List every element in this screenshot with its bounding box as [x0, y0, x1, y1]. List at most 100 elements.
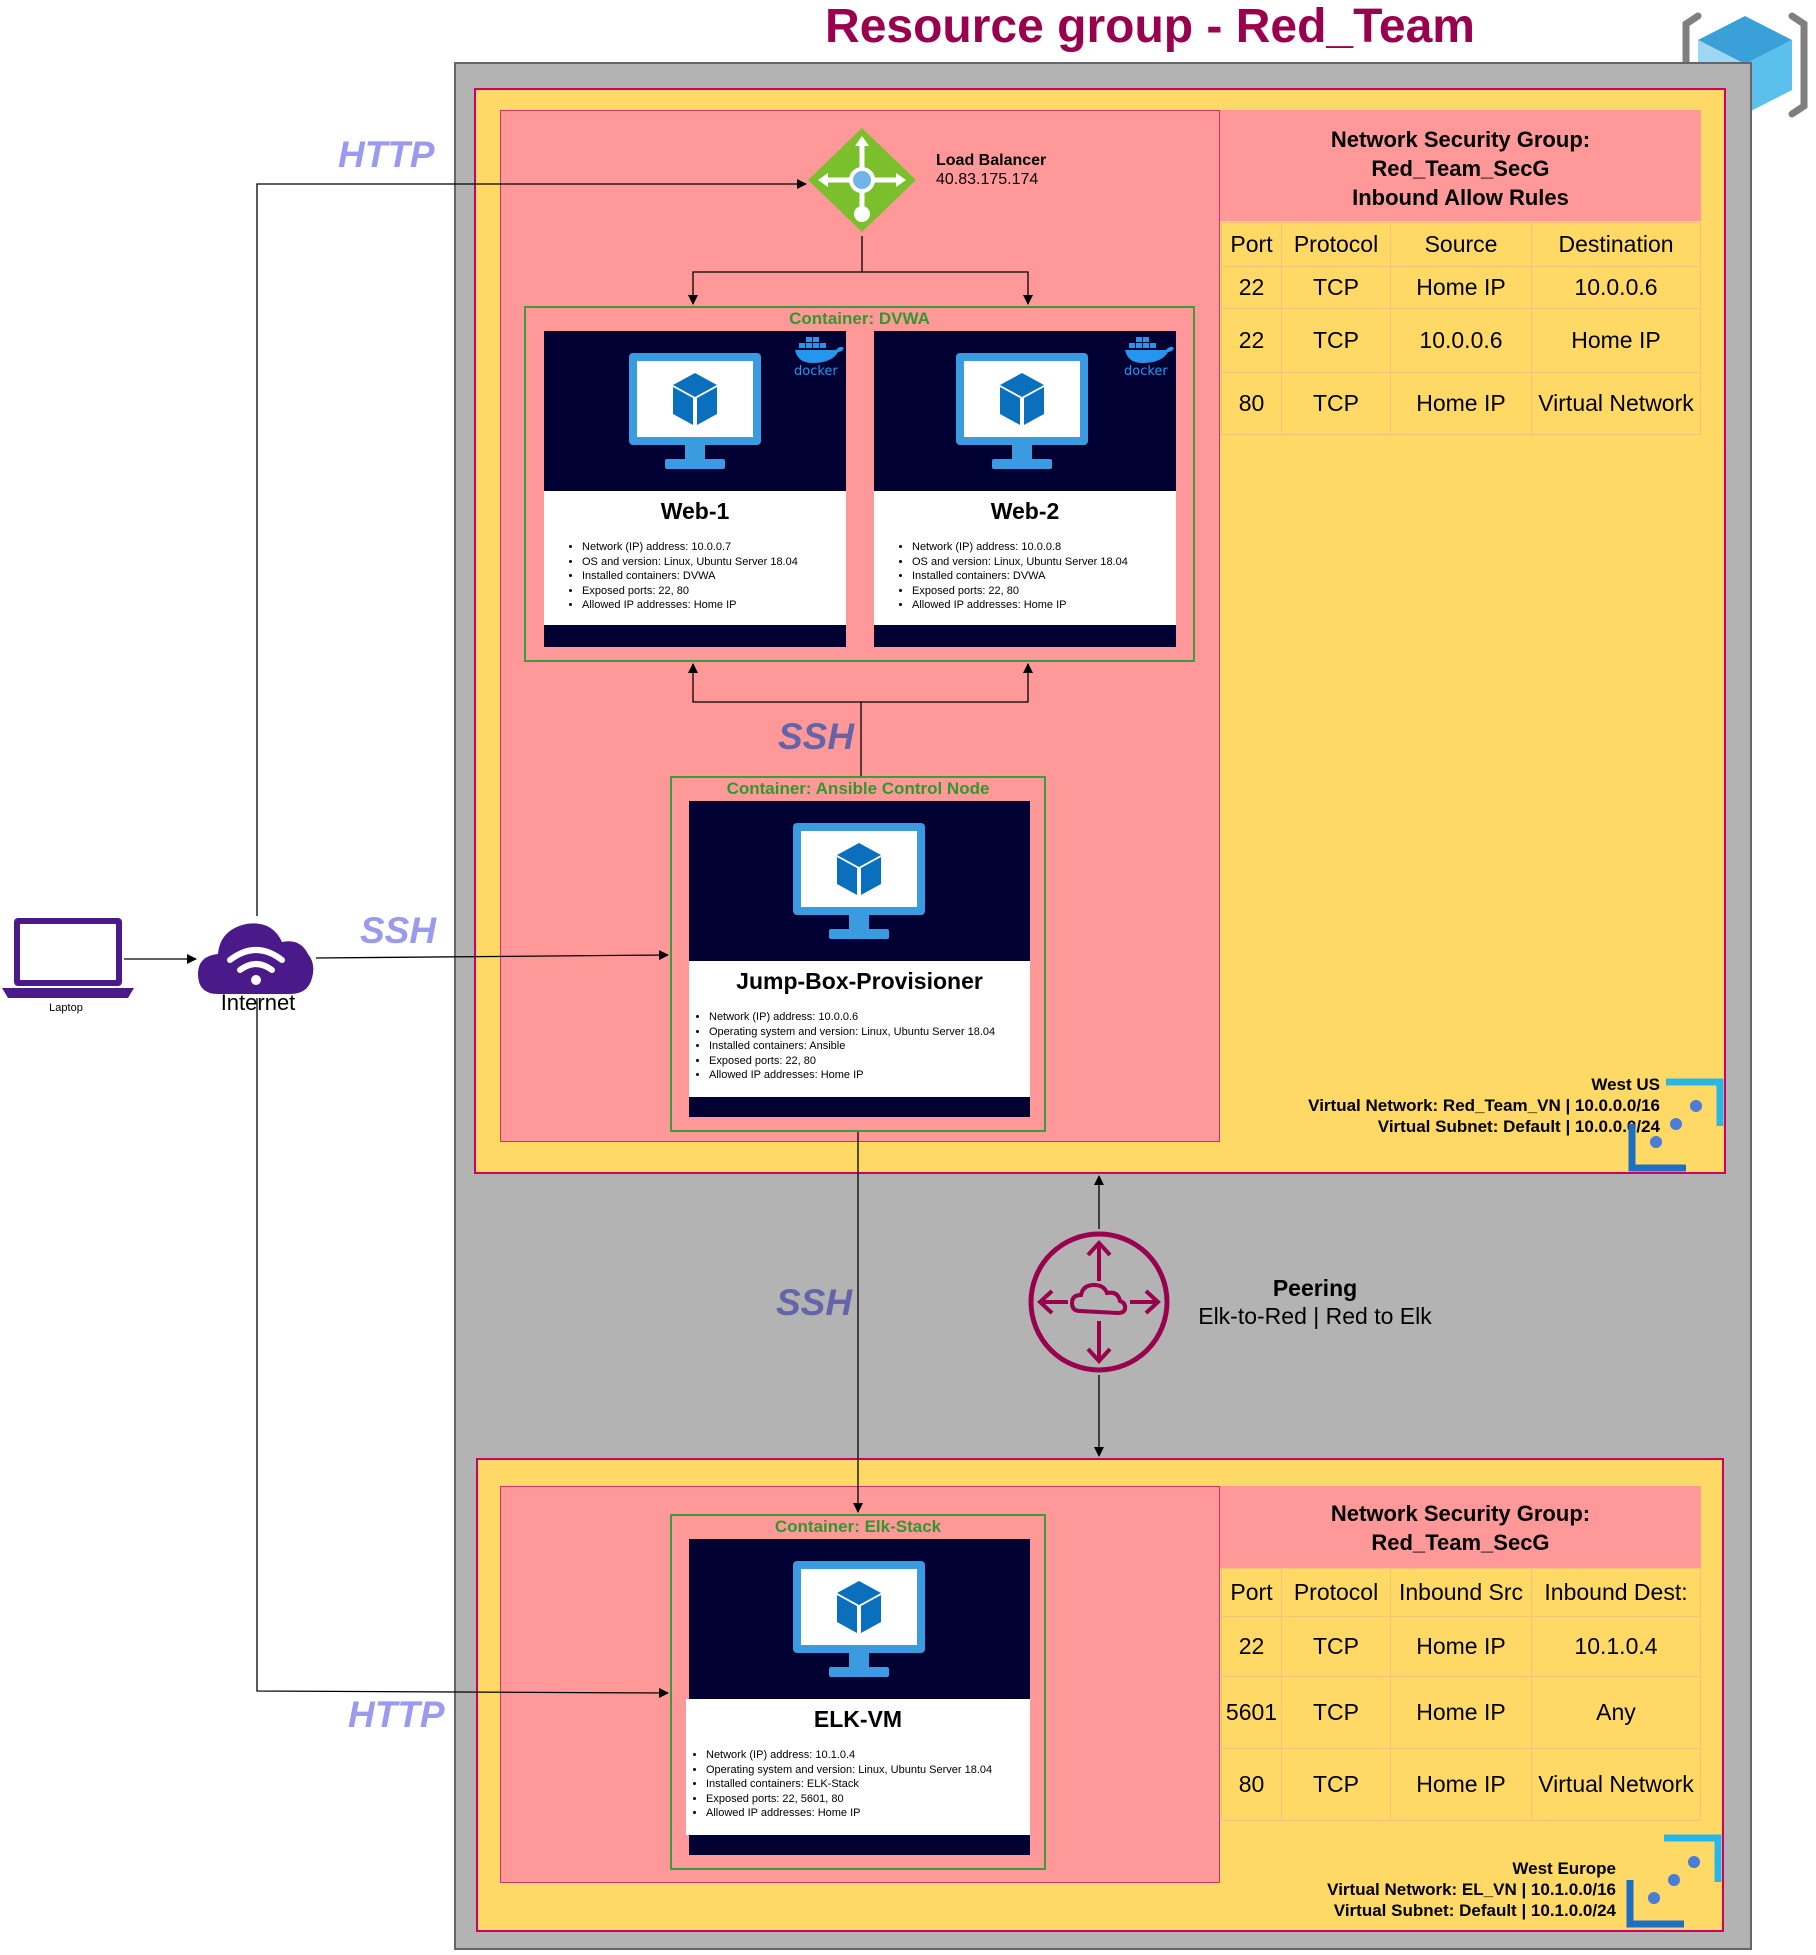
- vm-detail: Allowed IP addresses: Home IP: [706, 1806, 992, 1821]
- vm-monitor-icon: [629, 353, 761, 469]
- vm-detail: Allowed IP addresses: Home IP: [709, 1068, 995, 1083]
- table-cell: Home IP: [1390, 372, 1532, 435]
- vm-monitor-icon: [793, 823, 925, 939]
- table-header: Destination: [1531, 222, 1701, 267]
- table-cell: 22: [1221, 308, 1282, 373]
- region-subnet: Virtual Subnet: Default | 10.1.0.0/24: [1333, 1901, 1616, 1920]
- peering-title: Peering: [1272, 1275, 1358, 1301]
- docker-whale-icon: docker: [794, 337, 844, 377]
- table-cell: 10.1.0.4: [1531, 1616, 1701, 1677]
- ssh-label-internet: SSH: [360, 910, 437, 951]
- nsg-title-line: Network Security Group:: [1330, 127, 1591, 152]
- table-cell: TCP: [1281, 1616, 1391, 1677]
- table-cell: Home IP: [1390, 1676, 1532, 1749]
- table-header: Protocol: [1281, 1568, 1391, 1617]
- table-cell: Virtual Network: [1531, 1748, 1701, 1821]
- vm-web-2[interactable]: docker Web-2 Network (IP) address: 10.0.…: [874, 331, 1176, 647]
- vm-detail: Network (IP) address: 10.0.0.6: [709, 1010, 995, 1025]
- load-balancer-ip: 40.83.175.174: [936, 171, 1039, 188]
- vm-detail: OS and version: Linux, Ubuntu Server 18.…: [912, 555, 1128, 570]
- vm-name: Web-2: [990, 498, 1060, 524]
- vm-detail: Network (IP) address: 10.0.0.8: [912, 540, 1128, 555]
- peering-subtitle: Elk-to-Red | Red to Elk: [1198, 1303, 1432, 1329]
- table-cell: Virtual Network: [1531, 372, 1701, 435]
- table-cell: Any: [1531, 1676, 1701, 1749]
- nsg-title-line: Red_Team_SecG: [1371, 1530, 1550, 1555]
- region-vnet: Virtual Network: EL_VN | 10.1.0.0/16: [1327, 1880, 1616, 1899]
- table-cell: TCP: [1281, 372, 1391, 435]
- region-bottom-label: West Europe Virtual Network: EL_VN | 10.…: [1327, 1858, 1616, 1921]
- docker-whale-icon: docker: [1124, 337, 1174, 377]
- vm-web-1[interactable]: docker Web-1 Network (IP) address: 10.0.…: [544, 331, 846, 647]
- vm-name: ELK-VM: [813, 1706, 903, 1732]
- vm-detail: Exposed ports: 22, 80: [582, 584, 798, 599]
- table-header: Port: [1221, 1568, 1282, 1617]
- internet-label: Internet: [220, 990, 296, 1015]
- table-cell: Home IP: [1390, 1748, 1532, 1821]
- vm-detail: Operating system and version: Linux, Ubu…: [706, 1763, 992, 1778]
- nsg-top-header: Network Security Group: Red_Team_SecG In…: [1220, 110, 1701, 221]
- vm-detail: Operating system and version: Linux, Ubu…: [709, 1025, 995, 1040]
- vm-monitor-icon: [793, 1561, 925, 1677]
- vm-detail: Installed containers: Ansible: [709, 1039, 995, 1054]
- vm-detail: OS and version: Linux, Ubuntu Server 18.…: [582, 555, 798, 570]
- vm-details-list: Network (IP) address: 10.0.0.7 OS and ve…: [544, 540, 798, 613]
- laptop-icon[interactable]: [0, 916, 136, 1000]
- region-name: West US: [1591, 1075, 1660, 1094]
- vm-jump-box-provisioner[interactable]: Jump-Box-Provisioner Network (IP) addres…: [689, 801, 1030, 1117]
- nsg-title-line: Inbound Allow Rules: [1352, 185, 1569, 210]
- docker-label: docker: [794, 364, 838, 377]
- table-row: 80 TCP Home IP Virtual Network: [1221, 1748, 1701, 1821]
- http-label-bottom: HTTP: [348, 1694, 445, 1735]
- vm-detail: Allowed IP addresses: Home IP: [582, 598, 798, 613]
- vm-detail: Exposed ports: 22, 80: [709, 1054, 995, 1069]
- load-balancer-name: Load Balancer: [936, 152, 1047, 169]
- vm-detail: Installed containers: ELK-Stack: [706, 1777, 992, 1792]
- peering-label: Peering Elk-to-Red | Red to Elk: [1180, 1274, 1450, 1330]
- virtual-network-icon: [1628, 1078, 1724, 1172]
- vm-details-list: Network (IP) address: 10.1.0.4 Operating…: [668, 1748, 992, 1821]
- table-cell: 22: [1221, 266, 1282, 309]
- table-row: 80 TCP Home IP Virtual Network: [1221, 372, 1701, 435]
- vm-elk[interactable]: ELK-VM Network (IP) address: 10.1.0.4 Op…: [686, 1539, 1030, 1855]
- cloud-wifi-icon: [198, 923, 314, 994]
- table-cell: 80: [1221, 372, 1282, 435]
- nsg-bottom-table: Port Protocol Inbound Src Inbound Dest: …: [1221, 1568, 1701, 1821]
- table-row: 22 TCP Home IP 10.0.0.6: [1221, 266, 1701, 309]
- page-title: Resource group - Red_Team: [825, 0, 1475, 53]
- table-row: 5601 TCP Home IP Any: [1221, 1676, 1701, 1749]
- region-top-label: West US Virtual Network: Red_Team_VN | 1…: [1308, 1074, 1660, 1137]
- vm-name: Web-1: [660, 498, 730, 524]
- ssh-label-elk: SSH: [776, 1282, 853, 1323]
- table-cell: 80: [1221, 1748, 1282, 1821]
- table-cell: 10.0.0.6: [1390, 308, 1532, 373]
- table-cell: TCP: [1281, 1676, 1391, 1749]
- vm-detail: Installed containers: DVWA: [912, 569, 1128, 584]
- vm-details-list: Network (IP) address: 10.0.0.8 OS and ve…: [874, 540, 1128, 613]
- vm-detail: Exposed ports: 22, 80: [912, 584, 1128, 599]
- container-ansible-label: Container: Ansible Control Node: [726, 779, 990, 798]
- region-name: West Europe: [1512, 1859, 1616, 1878]
- vm-detail: Network (IP) address: 10.1.0.4: [706, 1748, 992, 1763]
- table-cell: 22: [1221, 1616, 1282, 1677]
- table-row: 22 TCP Home IP 10.1.0.4: [1221, 1616, 1701, 1677]
- vm-detail: Allowed IP addresses: Home IP: [912, 598, 1128, 613]
- laptop-label: Laptop: [49, 1002, 83, 1014]
- table-header: Protocol: [1281, 222, 1391, 267]
- region-vnet: Virtual Network: Red_Team_VN | 10.0.0.0/…: [1308, 1096, 1660, 1115]
- table-header: Inbound Src: [1390, 1568, 1532, 1617]
- container-elk: Container: Elk-Stack: [670, 1514, 1046, 1870]
- vm-detail: Network (IP) address: 10.0.0.7: [582, 540, 798, 555]
- nsg-title-line: Red_Team_SecG: [1371, 156, 1550, 181]
- table-cell: TCP: [1281, 266, 1391, 309]
- nsg-top-table: Port Protocol Source Destination 22 TCP …: [1221, 222, 1701, 435]
- vm-detail: Installed containers: DVWA: [582, 569, 798, 584]
- load-balancer-icon: [808, 128, 916, 232]
- region-subnet: Virtual Subnet: Default | 10.0.0.0/24: [1377, 1117, 1660, 1136]
- container-elk-label: Container: Elk-Stack: [774, 1517, 942, 1536]
- container-dvwa-label: Container: DVWA: [789, 309, 930, 328]
- vm-details-list: Network (IP) address: 10.0.0.6 Operating…: [671, 1010, 995, 1083]
- table-header: Port: [1221, 222, 1282, 267]
- docker-label: docker: [1124, 364, 1168, 377]
- table-header: Inbound Dest:: [1531, 1568, 1701, 1617]
